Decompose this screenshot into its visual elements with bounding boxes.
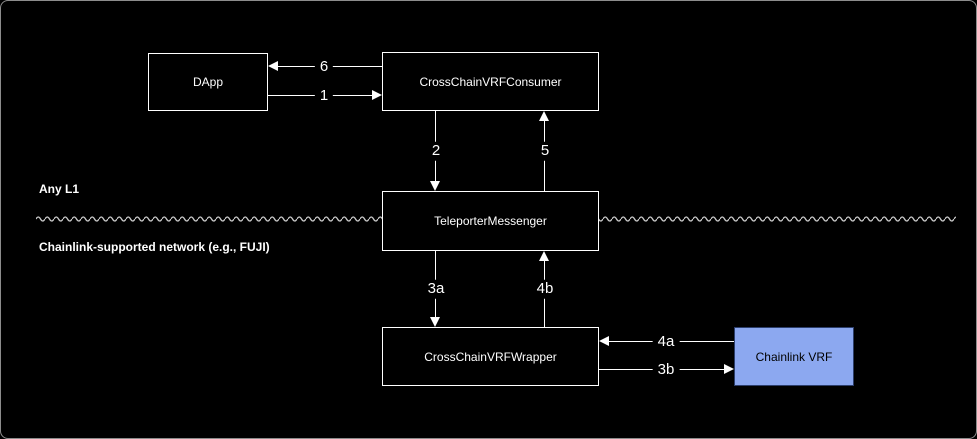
node-teleportermessenger: TeleporterMessenger (382, 191, 599, 251)
edge-2-label: 2 (426, 141, 446, 161)
edge-4b-label: 4b (531, 279, 559, 299)
edge-5-label: 5 (535, 141, 555, 161)
edge-1-arrowhead-icon (372, 90, 382, 100)
node-chainlink-vrf-label: Chainlink VRF (755, 349, 833, 364)
edge-6-label: 6 (314, 57, 334, 77)
node-crosschainvrfwrapper-label: CrossChainVRFWrapper (424, 349, 557, 364)
edge-3b-arrowhead-icon (724, 364, 734, 374)
node-dapp-label: DApp (192, 75, 224, 89)
edge-5-arrowhead-icon (539, 111, 549, 121)
edge-2-arrowhead-icon (430, 181, 440, 191)
edge-4b-arrowhead-icon (539, 251, 549, 261)
node-chainlink-vrf: Chainlink VRF (734, 327, 854, 386)
region-label-chainlink-network: Chainlink-supported network (e.g., FUJI) (39, 240, 270, 254)
edge-3a-label: 3a (422, 279, 450, 299)
region-label-any-l1: Any L1 (39, 182, 80, 196)
node-crosschainvrfwrapper: CrossChainVRFWrapper (382, 327, 599, 386)
node-crosschainvrfconsumer: CrossChainVRFConsumer (382, 52, 599, 111)
node-teleportermessenger-label: TeleporterMessenger (434, 214, 547, 228)
edge-4a-label: 4a (652, 332, 680, 352)
edge-4a-arrowhead-icon (599, 336, 609, 346)
node-dapp: DApp (148, 53, 268, 111)
edge-1-label: 1 (314, 86, 334, 106)
edge-3a-arrowhead-icon (430, 317, 440, 327)
edge-3b-label: 3b (652, 360, 680, 380)
edge-6-arrowhead-icon (268, 61, 278, 71)
node-crosschainvrfconsumer-label: CrossChainVRFConsumer (419, 74, 562, 89)
